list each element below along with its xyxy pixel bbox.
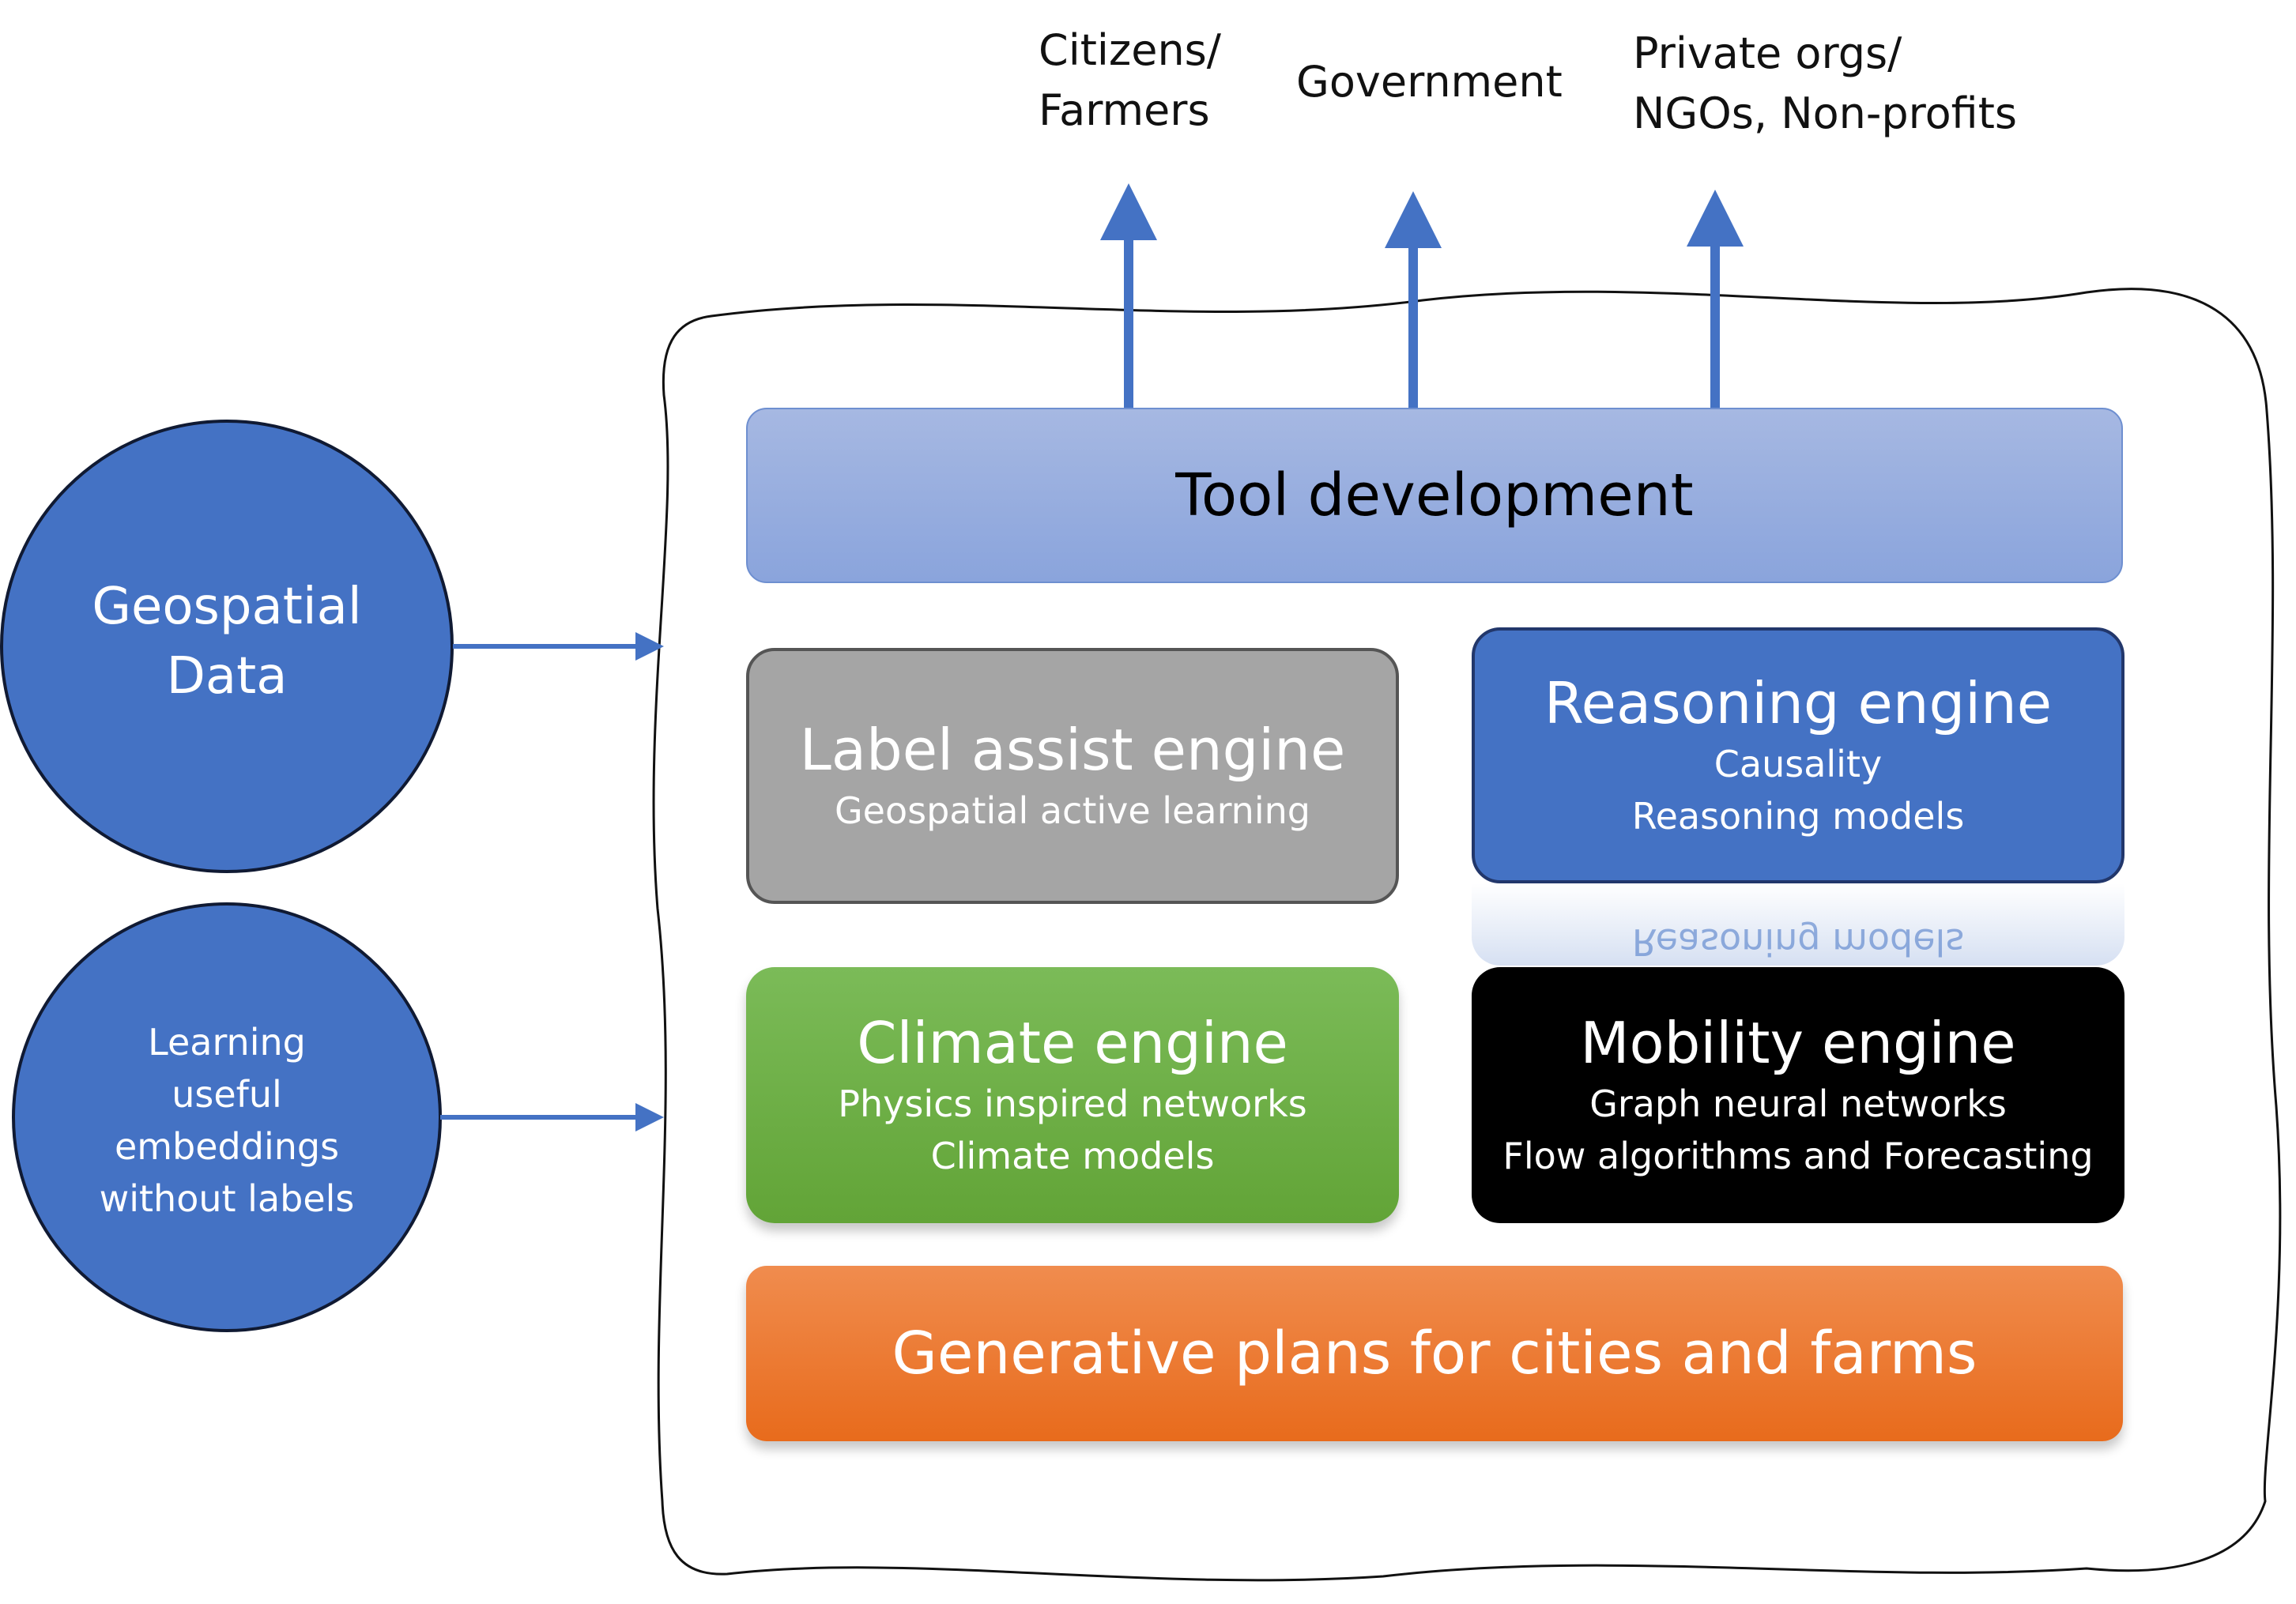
audience-private-orgs-label: Private orgs/ NGOs, Non-profits [1633,28,2017,138]
label-assist-engine-box: Label assist engine Geospatial active le… [746,648,1399,904]
mobility-engine-box: Mobility engine Graph neural networks Fl… [1472,967,2124,1223]
label-assist-engine-subtitle: Geospatial active learning [835,789,1310,832]
audience-government-label: Government [1296,57,1563,107]
reasoning-engine-title: Reasoning engine [1544,670,2053,736]
mobility-engine-title: Mobility engine [1580,1010,2016,1076]
reasoning-engine-reflection: Reasoning models [1472,883,2124,966]
geospatial-data-label: Geospatial Data [92,578,362,706]
platform-container-outline [652,288,2282,1582]
geospatial-data-circle [0,420,454,873]
reasoning-engine-line2: Reasoning models [1631,795,1965,838]
generative-plans-box: Generative plans for cities and farms [746,1266,2123,1441]
mobility-engine-line2: Flow algorithms and Forecasting [1502,1135,2094,1177]
climate-engine-box: Climate engine Physics inspired networks… [746,967,1399,1223]
reasoning-engine-line1: Causality [1714,743,1883,785]
audience-citizens-label: Citizens/ Farmers [1039,25,1222,135]
reasoning-reflection-text: Reasoning models [1631,921,1965,963]
embeddings-label: Learning useful embeddings without label… [99,1021,355,1220]
reasoning-engine-box: Reasoning engine Causality Reasoning mod… [1472,627,2124,883]
climate-engine-line1: Physics inspired networks [838,1083,1307,1125]
tool-development-title: Tool development [1175,461,1694,529]
generative-plans-title: Generative plans for cities and farms [892,1320,1977,1387]
mobility-engine-line1: Graph neural networks [1589,1083,2007,1125]
tool-development-box: Tool development [746,408,2123,583]
climate-engine-line2: Climate models [930,1135,1215,1177]
climate-engine-title: Climate engine [857,1010,1288,1076]
label-assist-engine-title: Label assist engine [799,717,1346,783]
